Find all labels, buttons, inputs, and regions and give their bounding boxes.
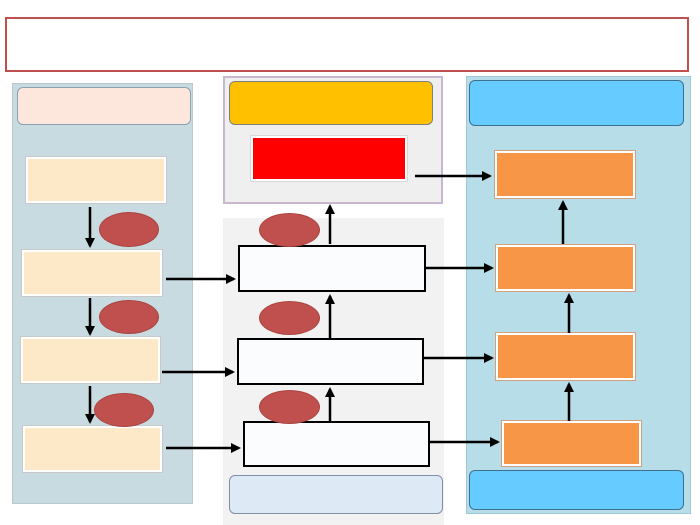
highlight-box bbox=[251, 136, 407, 181]
middle-box-2 bbox=[237, 338, 424, 385]
left-connector-oval-1 bbox=[99, 212, 159, 247]
right-box-2 bbox=[496, 245, 635, 291]
left-box-4 bbox=[23, 426, 162, 472]
right-column-footer bbox=[469, 470, 684, 510]
right-column-header bbox=[469, 80, 684, 126]
middle-column-footer bbox=[229, 475, 443, 514]
middle-connector-oval-3 bbox=[259, 390, 320, 424]
left-box-1 bbox=[26, 157, 166, 203]
middle-box-3 bbox=[243, 421, 430, 467]
middle-box-1 bbox=[238, 245, 426, 292]
left-box-3 bbox=[21, 337, 160, 383]
left-column-header bbox=[17, 87, 191, 125]
middle-connector-oval-1 bbox=[259, 213, 320, 247]
left-connector-oval-2 bbox=[99, 300, 159, 334]
middle-connector-oval-2 bbox=[259, 301, 320, 335]
right-box-1 bbox=[495, 151, 635, 198]
right-box-4 bbox=[502, 421, 641, 466]
left-connector-oval-3 bbox=[94, 393, 154, 427]
middle-column-header bbox=[229, 81, 433, 125]
title-banner bbox=[5, 17, 689, 72]
right-box-3 bbox=[496, 333, 635, 380]
left-box-2 bbox=[22, 250, 162, 296]
